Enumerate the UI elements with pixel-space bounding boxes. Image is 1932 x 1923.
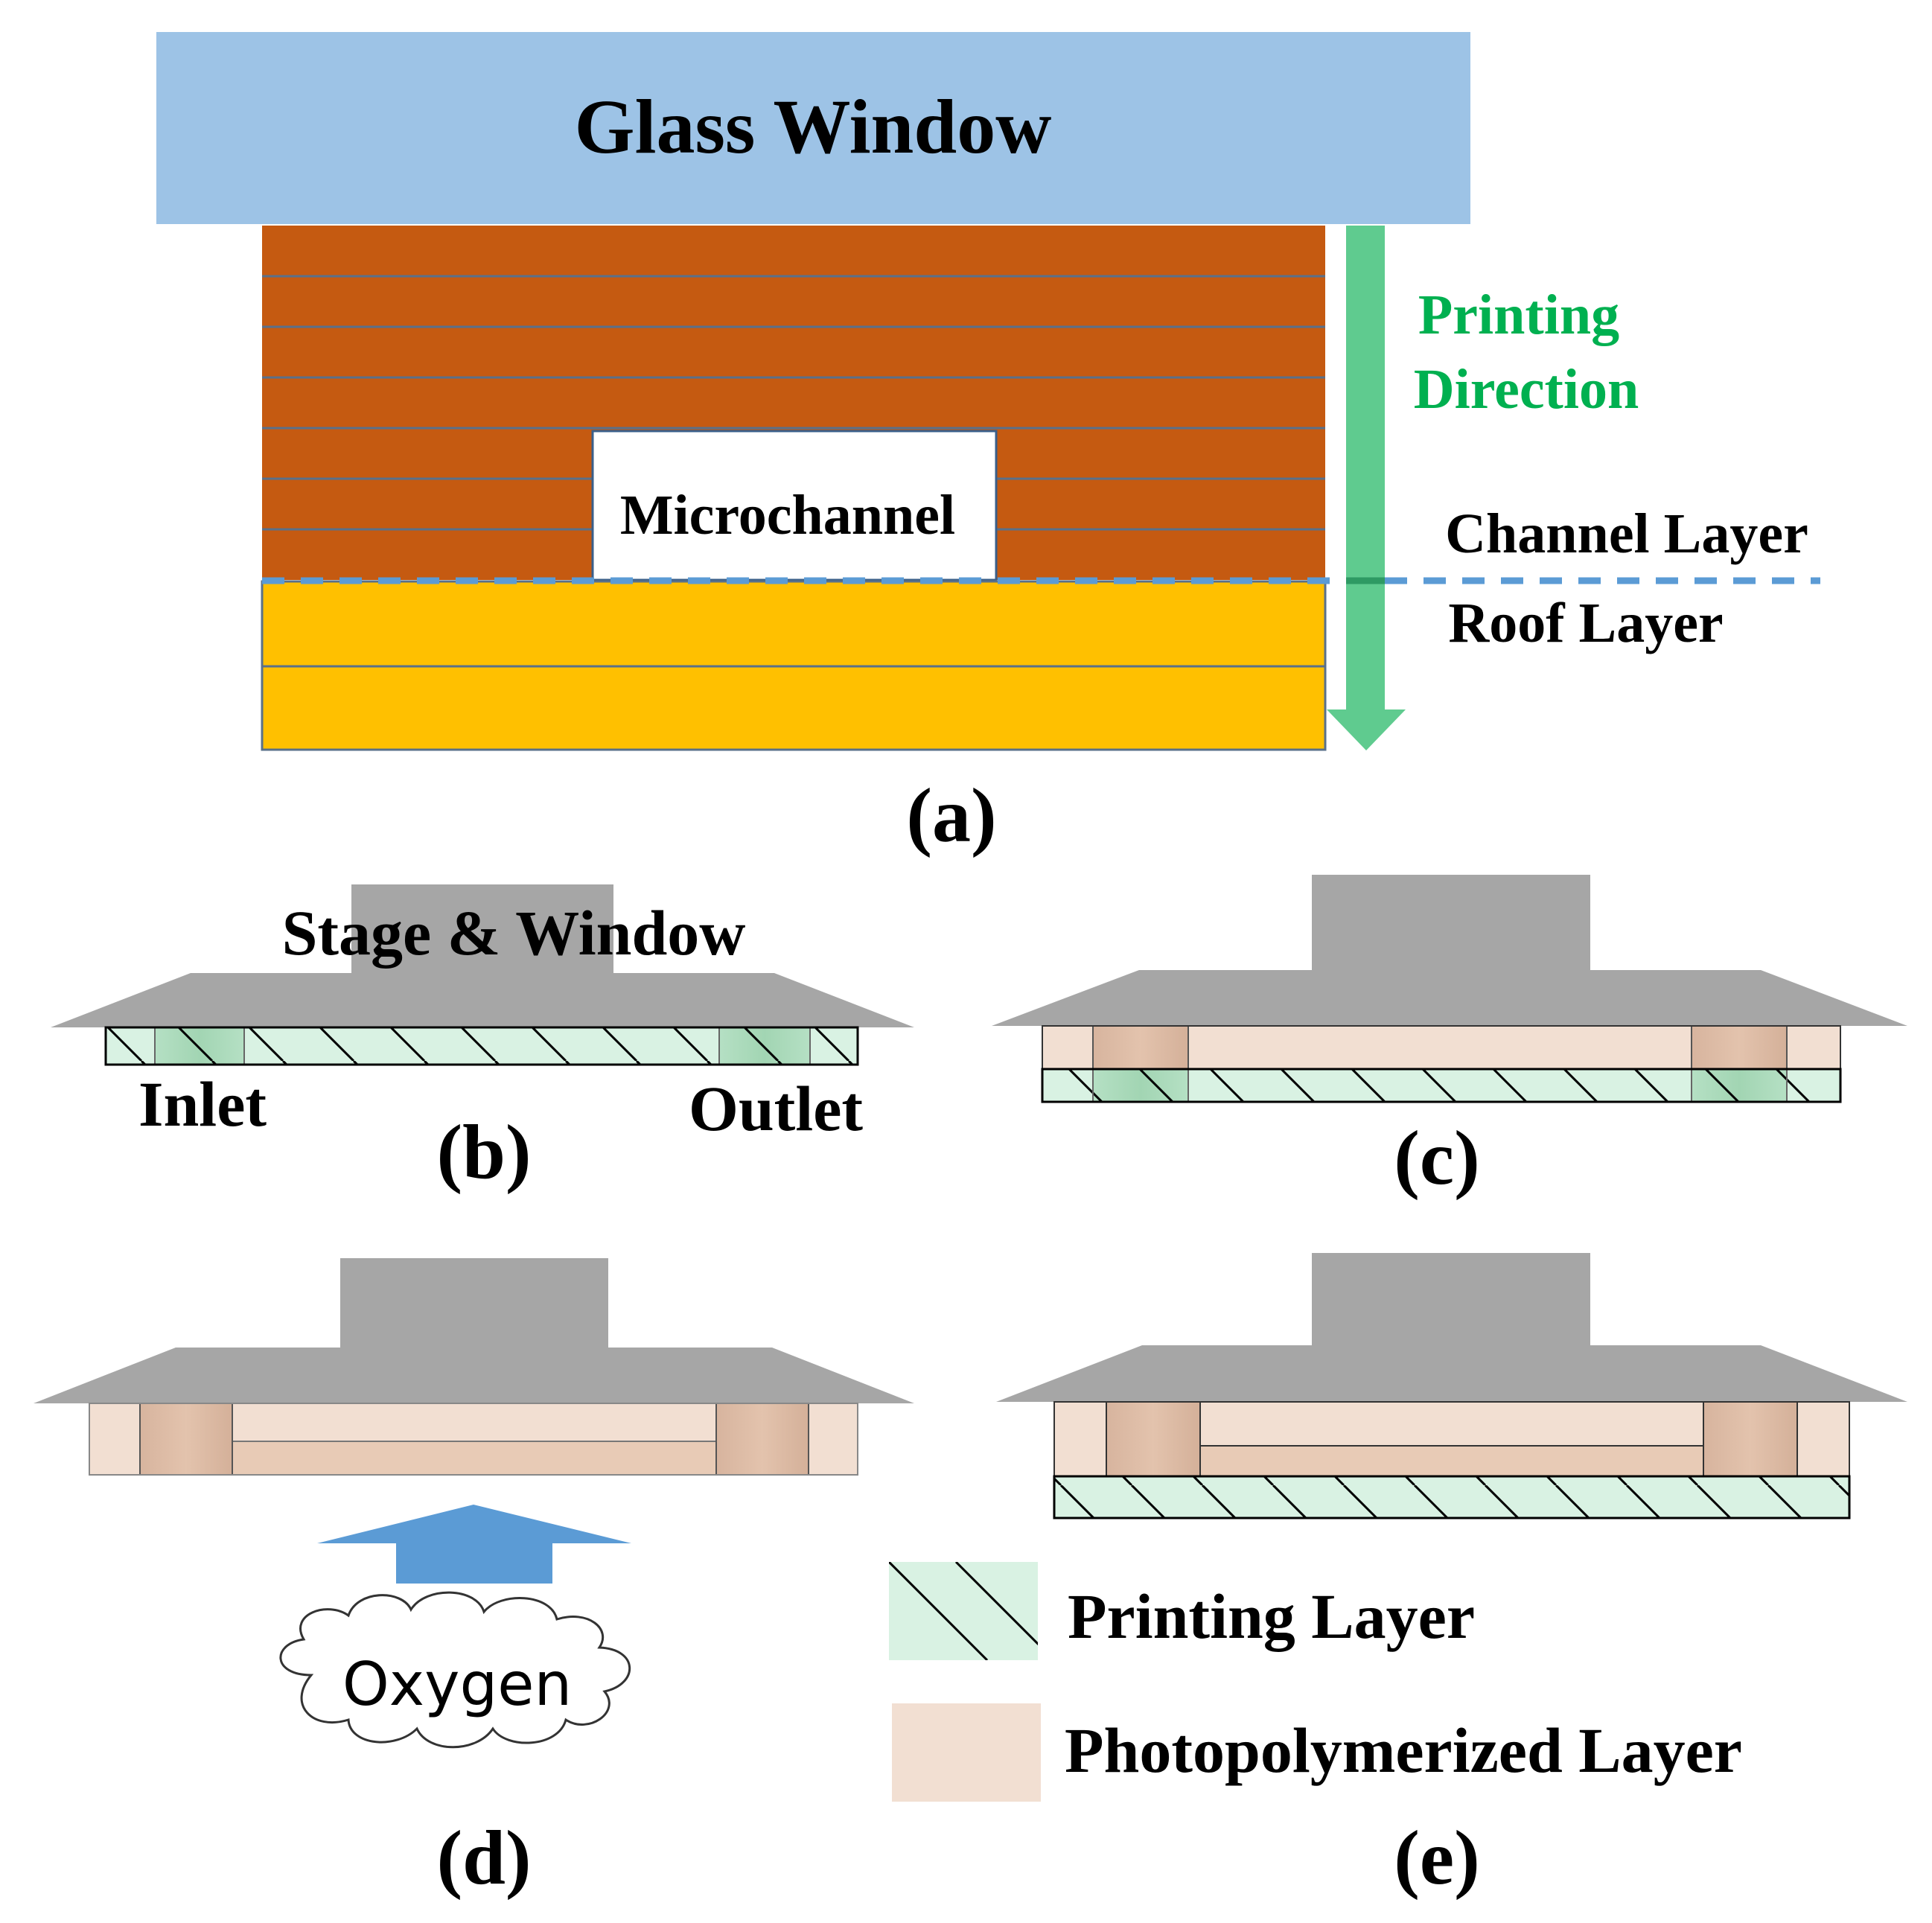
legend-photopolymerized-label: Photopolymerized Layer — [1065, 1715, 1742, 1786]
oxygen-label: Oxygen — [342, 1650, 572, 1719]
legend-printing-label: Printing Layer — [1068, 1581, 1475, 1652]
glass-window — [156, 32, 1470, 224]
panel-b: Stage & Window Inlet Outlet (b) — [51, 884, 914, 1195]
printing-layer — [104, 1026, 859, 1066]
oxygen-cloud — [279, 1591, 631, 1749]
channel-layer-strip — [1199, 1445, 1704, 1477]
panel-e: (e) — [996, 1253, 1907, 1901]
stage-window — [996, 1253, 1907, 1402]
printing-direction-label-1: Printing — [1418, 284, 1619, 346]
stage-window — [51, 884, 914, 1027]
panel-e-caption: (e) — [1394, 1815, 1479, 1901]
stage-window — [34, 1258, 914, 1403]
roof-layer-stack — [261, 580, 1327, 751]
photopolymerized-layer — [1053, 1401, 1850, 1477]
stage-window-label: Stage & Window — [282, 897, 746, 969]
stage-window — [992, 875, 1907, 1026]
panel-d: Oxygen (d) — [34, 1258, 914, 1901]
oxygen-arrow — [317, 1505, 631, 1584]
outlet-label: Outlet — [689, 1073, 863, 1144]
outlet-port — [1703, 1402, 1797, 1476]
inlet-port — [1106, 1402, 1200, 1476]
inlet-label: Inlet — [138, 1068, 267, 1140]
microchannel — [591, 430, 998, 581]
panel-b-caption: (b) — [436, 1109, 531, 1195]
panel-c-caption: (c) — [1394, 1115, 1479, 1201]
panel-a-caption: (a) — [906, 773, 996, 858]
roof-layer-label: Roof Layer — [1448, 592, 1723, 654]
channel-layer-stack — [262, 226, 1325, 580]
legend-printing-swatch — [889, 1562, 1038, 1660]
channel-layer-label: Channel Layer — [1445, 503, 1808, 565]
legend-photopolymerized-swatch — [892, 1703, 1041, 1802]
printing-layer — [1053, 1475, 1851, 1519]
outlet-port — [1692, 1026, 1787, 1069]
microchannel-label: Microchannel — [620, 484, 955, 546]
printing-direction-arrow — [1327, 226, 1406, 750]
printing-layer — [1041, 1068, 1842, 1103]
inlet-port — [1093, 1026, 1188, 1069]
new-photopolymerized-layer — [232, 1441, 717, 1476]
legend: Printing Layer Photopolymerized Layer — [889, 1562, 1742, 1802]
photopolymerized-layer — [1042, 1025, 1841, 1070]
panel-c: (c) — [992, 875, 1907, 1201]
glass-window-label: Glass Window — [575, 84, 1052, 170]
panel-a: Glass Window Microchannel Printing Direc… — [156, 32, 1820, 858]
outlet-port — [716, 1403, 809, 1475]
printing-direction-label-2: Direction — [1414, 358, 1639, 421]
panel-d-caption: (d) — [436, 1815, 531, 1901]
inlet-port — [140, 1403, 232, 1475]
photopolymerized-layer — [89, 1403, 858, 1476]
